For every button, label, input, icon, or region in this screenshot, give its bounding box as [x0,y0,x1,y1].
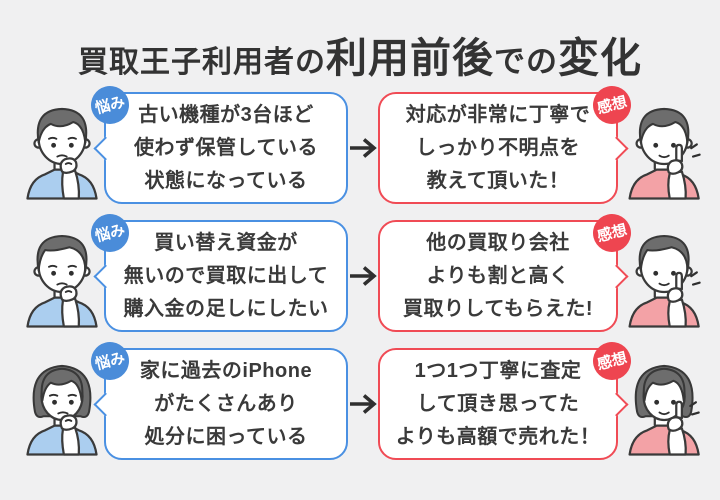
worry-bubble: 悩み 買い替え資金が 無いので買取に出して 購入金の足しにしたい [86,209,348,332]
impression-bubble: 感想 1つ1つ丁寧に査定 して頂き思ってた よりも高額で売れた！ [378,337,636,460]
comparison-row: 悩み 古い機種が3台ほど 使わず保管している 状態になっている 感想 対応が非常… [20,81,701,204]
bubble-text-line: 他の買取り会社 [426,231,570,254]
bubble-text-line: がたくさんあり [154,392,298,415]
happy-man-illustration [624,226,708,330]
title-segment: 変化 [558,35,642,81]
worry-bubble: 悩み 古い機種が3台ほど 使わず保管している 状態になっている [86,81,348,204]
bubble-text-line: 使わず保管している [134,136,318,159]
bubble-text-line: 購入金の足しにしたい [123,297,329,320]
before-after-arrow-icon [348,136,378,160]
worry-bubble: 悩み 家に過去のiPhone がたくさんあり 処分に困っている [86,337,348,460]
bubble-text-line: 家に過去のiPhone [139,359,313,382]
bubble-text-line: 古い機種が3台ほど [138,103,314,126]
title-segment: での [494,44,558,79]
bubble-text-line: して頂き思ってた [416,392,580,415]
impression-bubble: 感想 他の買取り会社 よりも割と高く 買取りしてもらえた! [378,209,636,332]
bubble-text-line: 買取りしてもらえた! [402,297,594,320]
bubble-text-line: 対応が非常に丁寧で [405,103,591,126]
before-after-arrow-icon [348,392,378,416]
bubble-text-line: 1つ1つ丁寧に査定 [414,359,582,382]
worried-woman-illustration [20,354,104,458]
title-segment: 利用前後 [326,35,494,81]
title-segment: 買取王子利用者の [78,46,326,79]
bubble-text-line: よりも割と高く [426,264,570,287]
bubble-text-line: 処分に困っている [144,425,308,448]
bubble-text-line: しっかり不明点を [416,136,580,159]
worried-young-man-illustration [20,98,104,202]
before-after-arrow-icon [348,264,378,288]
worried-man-illustration [20,226,104,330]
bubble-text-line: 無いので買取に出して [123,264,329,287]
impression-bubble: 感想 対応が非常に丁寧で しっかり不明点を 教えて頂いた！ [378,81,636,204]
bubble-text-line: よりも高額で売れた！ [395,425,601,448]
bubble-text-line: 教えて頂いた！ [426,169,570,192]
bubble-text-line: 買い替え資金が [154,231,298,254]
page-title: 買取王子利用者の利用前後での変化 [0,0,720,81]
comparison-row: 悩み 家に過去のiPhone がたくさんあり 処分に困っている 感想 1つ1つ丁… [20,337,700,460]
comparison-row: 悩み 買い替え資金が 無いので買取に出して 購入金の足しにしたい 感想 他の買取… [20,209,701,332]
bubble-text-line: 状態になっている [144,169,308,192]
happy-young-man-illustration [624,98,708,202]
happy-woman-illustration [624,354,708,458]
